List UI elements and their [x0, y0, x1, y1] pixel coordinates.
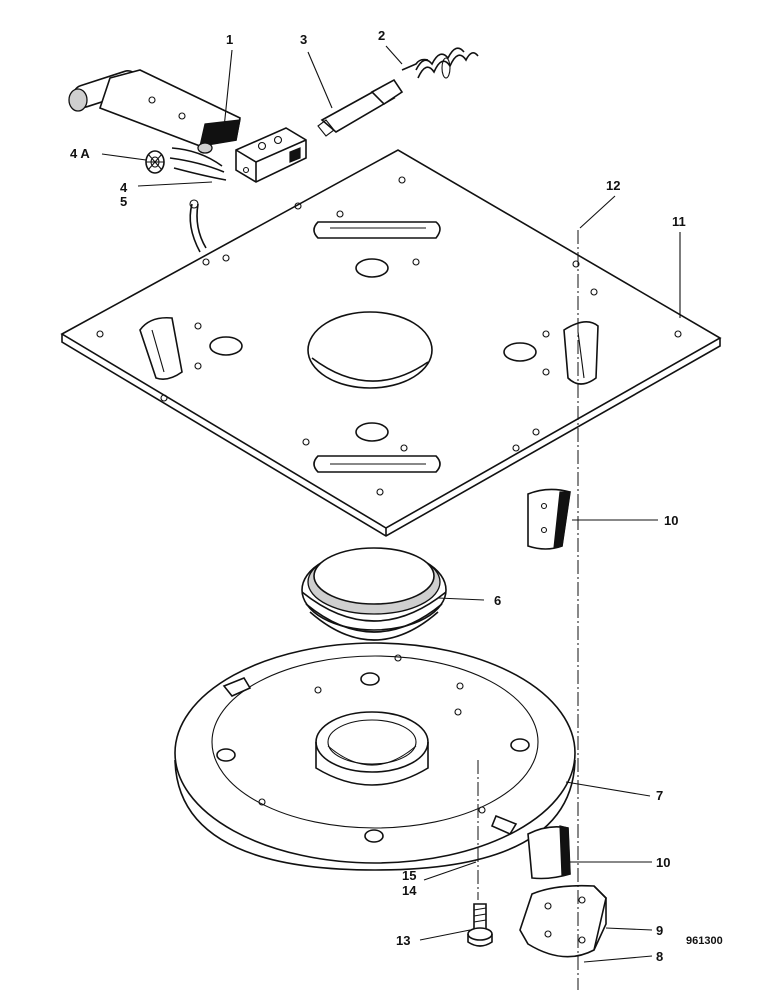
- callout-12: 12: [606, 178, 620, 193]
- callout-15: 15: [402, 868, 416, 883]
- callout-2: 2: [378, 28, 385, 43]
- reference-number: 961300: [686, 935, 723, 947]
- part-2-spring: [401, 47, 479, 79]
- callout-7: 7: [656, 788, 663, 803]
- part-7-round-plate: [174, 642, 576, 871]
- part-10-pad-lower: [527, 825, 571, 880]
- callout-10-lower: 10: [656, 855, 670, 870]
- callout-6: 6: [494, 593, 501, 608]
- callout-5: 5: [120, 194, 127, 209]
- callout-14: 14: [402, 883, 417, 898]
- centre-lines: [477, 230, 579, 990]
- part-6-seal-ring: [301, 547, 447, 641]
- callout-4a: 4 A: [70, 146, 90, 161]
- part-9-bracket: [519, 884, 607, 958]
- callout-3: 3: [300, 32, 307, 47]
- part-3-pin: [317, 78, 404, 137]
- wire-bundle: [169, 147, 227, 253]
- leader-lines: [101, 45, 681, 963]
- callout-8: 8: [656, 949, 663, 964]
- part-11-square-plate: [60, 149, 722, 537]
- part-4-block: [235, 127, 307, 183]
- callout-1: 1: [226, 32, 233, 47]
- part-4a-washer: [145, 150, 165, 174]
- callout-10-upper: 10: [664, 513, 678, 528]
- callout-labels: 1 3 2 4 A 4 5 12 11 10 6 7 10 15 14 9 13…: [70, 28, 723, 964]
- part-13-bolt: [467, 903, 493, 947]
- callout-11: 11: [672, 214, 686, 229]
- callout-4: 4: [120, 180, 128, 195]
- part-1-lever-handle: [68, 69, 241, 154]
- part-10-pad-upper: [527, 488, 571, 550]
- callout-13: 13: [396, 933, 410, 948]
- callout-9: 9: [656, 923, 663, 938]
